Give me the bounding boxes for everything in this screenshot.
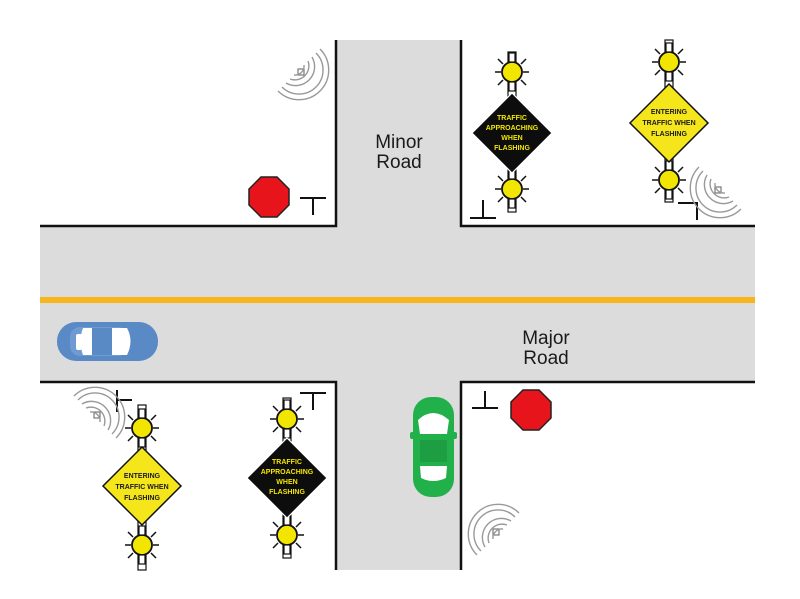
- road-surface: [40, 40, 755, 570]
- sign-text-line: WHEN: [276, 479, 297, 486]
- sign-text-line: TRAFFIC: [272, 459, 302, 466]
- green-car-icon: [410, 397, 457, 497]
- flashing-beacon-icon: [494, 52, 530, 92]
- flashing-beacon-icon: [269, 399, 305, 439]
- stop-line-marker: [472, 391, 498, 409]
- sign-text-line: FLASHING: [269, 489, 305, 496]
- minor-road-label-line2: Road: [376, 152, 421, 173]
- stop-sign-icon: [510, 389, 552, 431]
- vehicle-detector-icon: [277, 48, 330, 101]
- sign-text-line: TRAFFIC: [497, 115, 527, 122]
- flashing-beacon-icon: [269, 515, 305, 555]
- entering-sign-assembly: ENTERING TRAFFIC WHEN FLASHING: [101, 404, 183, 571]
- flashing-beacon-icon: [651, 42, 687, 82]
- sign-mount-marker: [678, 202, 698, 220]
- stop-sign-icon: [248, 176, 290, 218]
- sign-text-line: FLASHING: [124, 495, 160, 502]
- minor-road-label-line1: Minor: [375, 132, 423, 153]
- sign-text-line: APPROACHING: [486, 125, 539, 132]
- sign-text-line: ENTERING: [651, 109, 688, 116]
- sign-text-line: APPROACHING: [261, 469, 314, 476]
- vehicle-detector-icon: [467, 503, 520, 556]
- stop-line-marker: [300, 197, 326, 215]
- approaching-sign-assembly: TRAFFIC APPROACHING WHEN FLASHING: [246, 397, 328, 559]
- road-edges: [40, 40, 755, 570]
- sign-text-line: FLASHING: [494, 145, 530, 152]
- sign-text-line: TRAFFIC WHEN: [642, 120, 695, 127]
- sign-text-line: FLASHING: [651, 131, 687, 138]
- sign-text-line: TRAFFIC WHEN: [115, 484, 168, 491]
- entering-sign-assembly: ENTERING TRAFFIC WHEN FLASHING: [628, 39, 710, 203]
- flashing-beacon-icon: [494, 169, 530, 209]
- major-road-label-line1: Major: [522, 328, 570, 349]
- flashing-beacon-icon: [124, 408, 160, 448]
- major-road-label-line2: Road: [523, 348, 568, 369]
- approaching-sign-assembly: TRAFFIC APPROACHING WHEN FLASHING: [471, 51, 553, 213]
- sign-mount-marker: [300, 392, 326, 410]
- blue-car-icon: [57, 322, 158, 361]
- sign-mount-marker: [470, 200, 496, 219]
- sign-text-line: WHEN: [501, 135, 522, 142]
- flashing-beacon-icon: [124, 525, 160, 565]
- flashing-beacon-icon: [651, 160, 687, 200]
- sign-text-line: ENTERING: [124, 473, 161, 480]
